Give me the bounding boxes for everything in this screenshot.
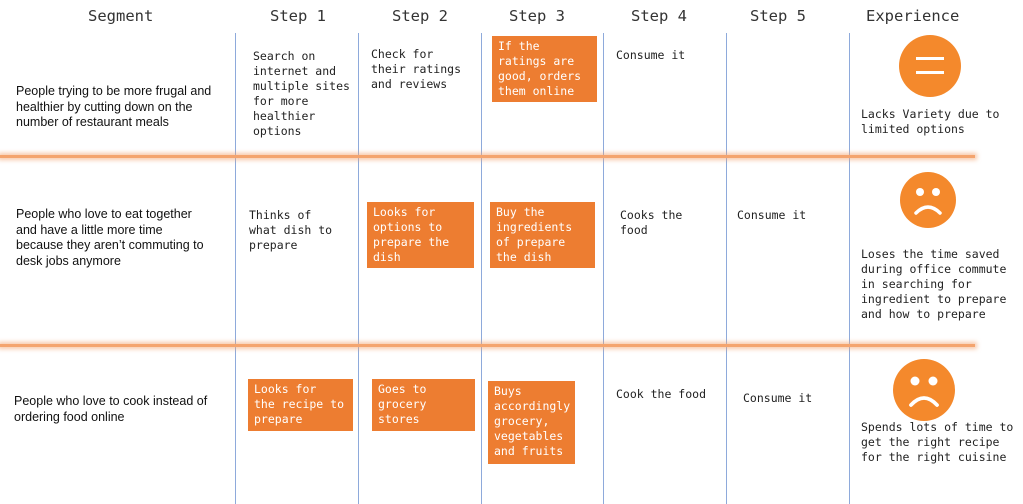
row-1-experience: Lacks Variety due to limited options bbox=[861, 107, 1000, 136]
row-2-step-2-box: Looks for options to prepare the dish bbox=[367, 202, 474, 268]
row-1-step-4: Consume it bbox=[616, 48, 686, 62]
header-step-1: Step 1 bbox=[270, 7, 326, 25]
row-2-experience: Loses the time saved during office commu… bbox=[861, 247, 1007, 321]
row-3-segment: People who love to cook instead of order… bbox=[14, 394, 208, 424]
column-divider bbox=[849, 33, 850, 504]
header-experience: Experience bbox=[866, 7, 960, 25]
header-step-2: Step 2 bbox=[392, 7, 448, 25]
column-divider bbox=[481, 33, 482, 504]
row-1-segment: People trying to be more frugal and heal… bbox=[16, 84, 212, 129]
header-step-4: Step 4 bbox=[631, 7, 687, 25]
row-1-step-2: Check for their ratings and reviews bbox=[371, 47, 462, 91]
row-2-step-1: Thinks of what dish to prepare bbox=[249, 208, 333, 252]
row-separator bbox=[0, 155, 975, 158]
column-divider bbox=[726, 33, 727, 504]
sad-face-icon bbox=[893, 359, 955, 421]
header-segment: Segment bbox=[88, 7, 154, 25]
header-step-3: Step 3 bbox=[509, 7, 565, 25]
row-3-step-2-box: Goes to grocery stores bbox=[372, 379, 475, 431]
row-3-step-4: Cook the food bbox=[616, 387, 707, 401]
row-3-experience: Spends lots of time to get the right rec… bbox=[861, 420, 1014, 464]
row-2-step-4: Cooks the food bbox=[620, 208, 683, 237]
column-divider bbox=[235, 33, 236, 504]
row-2-step-3-box: Buy the ingredients of prepare the dish bbox=[490, 202, 595, 268]
header-step-5: Step 5 bbox=[750, 7, 806, 25]
row-separator bbox=[0, 344, 975, 347]
sad-face-icon bbox=[900, 172, 956, 228]
column-divider bbox=[358, 33, 359, 504]
row-2-step-5: Consume it bbox=[737, 208, 807, 222]
row-3-step-5: Consume it bbox=[743, 391, 813, 405]
neutral-face-icon bbox=[899, 35, 961, 97]
column-divider bbox=[603, 33, 604, 504]
row-2-segment: People who love to eat together and have… bbox=[16, 207, 204, 268]
row-3-step-3-box: Buys accordingly grocery, vegetables and… bbox=[488, 381, 575, 464]
row-1-step-3-box: If the ratings are good, orders them onl… bbox=[492, 36, 597, 102]
row-3-step-1-box: Looks for the recipe to prepare bbox=[248, 379, 353, 431]
row-1-step-1: Search on internet and multiple sites fo… bbox=[253, 49, 350, 138]
